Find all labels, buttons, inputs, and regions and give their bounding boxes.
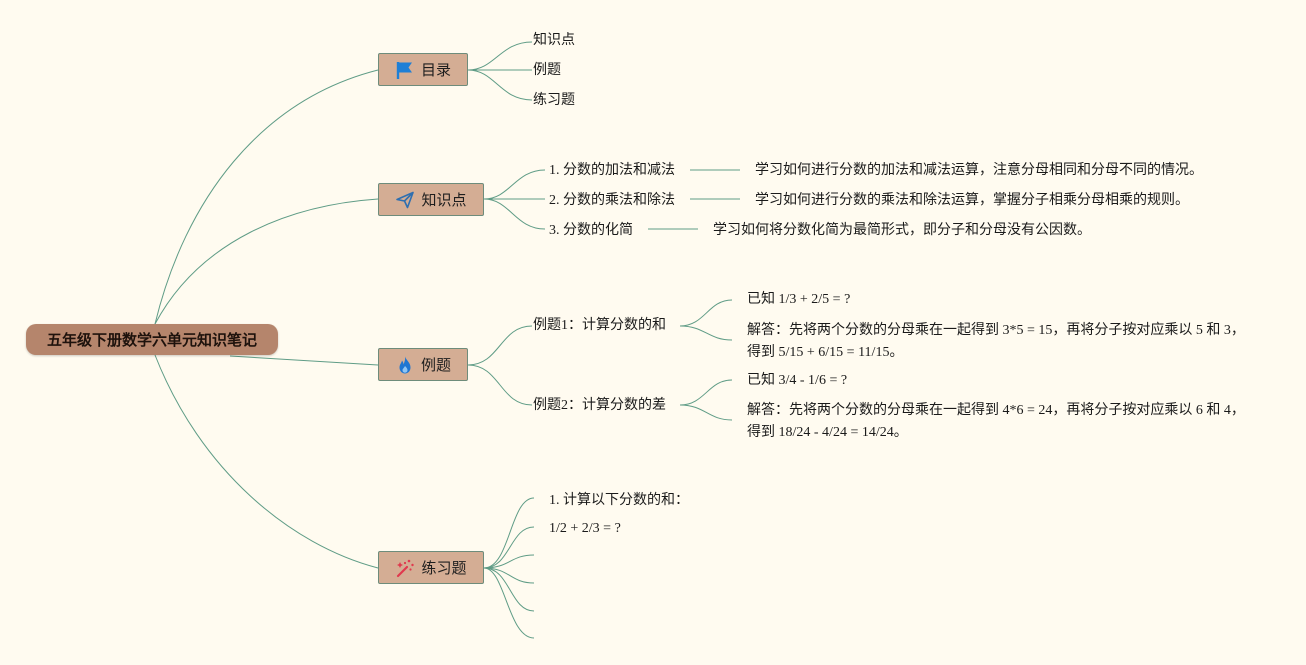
link-examples-2 [467,364,533,406]
topic-examples-title: 例题 [420,356,451,374]
fire-icon [395,355,415,375]
topic-exercises-title: 练习题 [421,559,467,577]
link-root-knowledge [154,198,379,325]
topic-exercises[interactable]: 练习题 [378,551,484,584]
topic-knowledge-title: 知识点 [421,191,467,209]
link-exercises-1 [483,497,535,569]
link-catalog-1 [467,41,533,71]
root-node[interactable]: 五年级下册数学六单元知识笔记 [26,324,278,355]
link-exercises-5 [483,567,535,612]
link-root-catalog [154,69,379,325]
link-examples-1 [467,325,533,366]
link-exercises-4 [483,567,535,584]
topic-catalog[interactable]: 目录 [378,53,468,86]
example-2-question[interactable]: 已知 3/4 - 1/6 = ? [747,373,848,388]
knowledge-item-1[interactable]: 1. 分数的加法和减法 [549,163,675,178]
catalog-item-exercises[interactable]: 练习题 [533,93,575,108]
example-1-question[interactable]: 已知 1/3 + 2/5 = ? [747,292,851,307]
link-exercises-2 [483,526,535,569]
knowledge-item-2[interactable]: 2. 分数的乘法和除法 [549,193,675,208]
link-knowledge-3 [483,198,546,230]
link-example1-q [679,299,733,327]
link-exercises-3 [483,554,535,569]
exercise-item-2[interactable]: 1/2 + 2/3 = ? [549,521,621,536]
catalog-item-knowledge[interactable]: 知识点 [533,33,575,48]
knowledge-desc-1[interactable]: 学习如何进行分数的加法和减法运算，注意分母相同和分母不同的情况。 [755,163,1203,178]
knowledge-desc-3[interactable]: 学习如何将分数化简为最简形式，即分子和分母没有公因数。 [713,223,1091,238]
link-example2-q [679,379,733,406]
root-title: 五年级下册数学六单元知识笔记 [46,331,257,349]
topic-catalog-title: 目录 [420,61,451,79]
topic-knowledge[interactable]: 知识点 [378,183,484,216]
link-example2-a [679,404,733,421]
paper-plane-icon [395,190,415,210]
example-1-title[interactable]: 例题1：计算分数的和 [533,318,666,333]
magic-wand-icon [395,558,415,578]
example-2-title[interactable]: 例题2：计算分数的差 [533,398,666,413]
link-catalog-3 [467,69,533,101]
topic-examples[interactable]: 例题 [378,348,468,381]
knowledge-desc-2[interactable]: 学习如何进行分数的乘法和除法运算，掌握分子相乘分母相乘的规则。 [755,193,1189,208]
exercise-item-1[interactable]: 1. 计算以下分数的和： [549,493,689,508]
link-root-exercises [154,354,379,569]
link-example1-a [679,325,733,341]
link-root-examples [229,355,379,366]
example-1-answer[interactable]: 解答：先将两个分数的分母乘在一起得到 3*5 = 15，再将分子按对应乘以 5 … [747,323,1245,360]
link-knowledge-1 [483,169,546,200]
catalog-item-examples[interactable]: 例题 [533,63,561,78]
example-2-answer[interactable]: 解答：先将两个分数的分母乘在一起得到 4*6 = 24，再将分子按对应乘以 6 … [747,403,1245,440]
knowledge-item-3[interactable]: 3. 分数的化简 [549,223,633,238]
link-exercises-6 [483,567,535,639]
flag-icon [395,60,415,80]
